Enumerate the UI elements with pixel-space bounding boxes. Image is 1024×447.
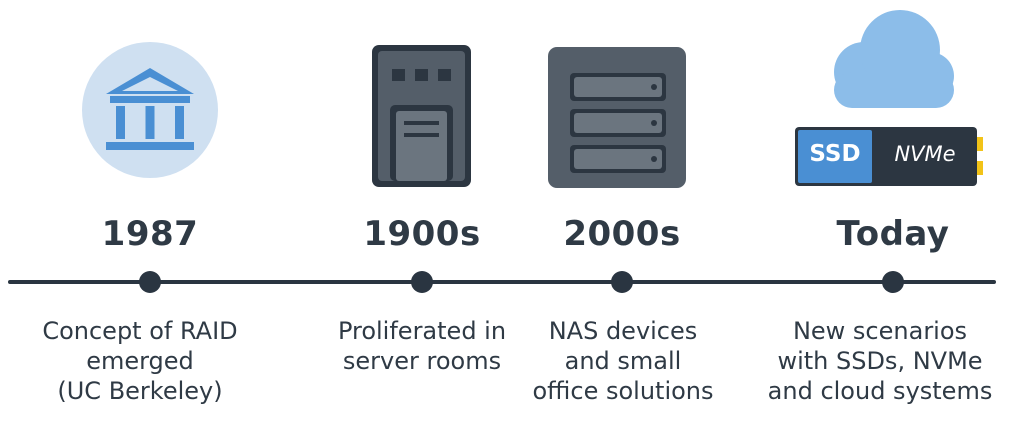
description-line: Concept of RAID <box>42 317 238 345</box>
timeline-dot <box>611 271 633 293</box>
nas-device-icon <box>548 47 686 188</box>
description-line: with SSDs, NVMe <box>777 347 983 375</box>
description-line: and cloud systems <box>767 377 993 405</box>
institution-building-icon <box>82 42 218 178</box>
cloud-icon <box>834 10 954 108</box>
description-line: New scenarios <box>792 317 968 345</box>
nvme-label: NVMe <box>894 142 956 166</box>
server-tower-icon <box>372 45 471 187</box>
year-2000s: 2000s <box>563 214 681 254</box>
timeline-dot <box>411 271 433 293</box>
description-line: NAS devices <box>548 317 698 345</box>
description-line: and small <box>564 347 682 375</box>
year-1900s: 1900s <box>363 214 481 254</box>
ssd-nvme-drive-icon: SSD NVMe <box>795 127 987 186</box>
description-2000s: NAS devices and small office solutions <box>493 316 753 406</box>
timeline-dot <box>882 271 904 293</box>
description-line: (UC Berkeley) <box>57 377 223 405</box>
timeline-line <box>8 280 996 284</box>
description-1900s: Proliferated in server rooms <box>292 316 552 376</box>
timeline-dot <box>139 271 161 293</box>
description-today: New scenarios with SSDs, NVMe and cloud … <box>745 316 1015 406</box>
description-line: emerged <box>86 347 194 375</box>
description-line: office solutions <box>532 377 714 405</box>
description-line: Proliferated in <box>337 317 507 345</box>
year-1987: 1987 <box>101 214 199 254</box>
description-line: server rooms <box>342 347 502 375</box>
description-1987: Concept of RAID emerged (UC Berkeley) <box>10 316 270 406</box>
year-today: Today <box>836 214 950 254</box>
ssd-label: SSD <box>809 141 861 167</box>
